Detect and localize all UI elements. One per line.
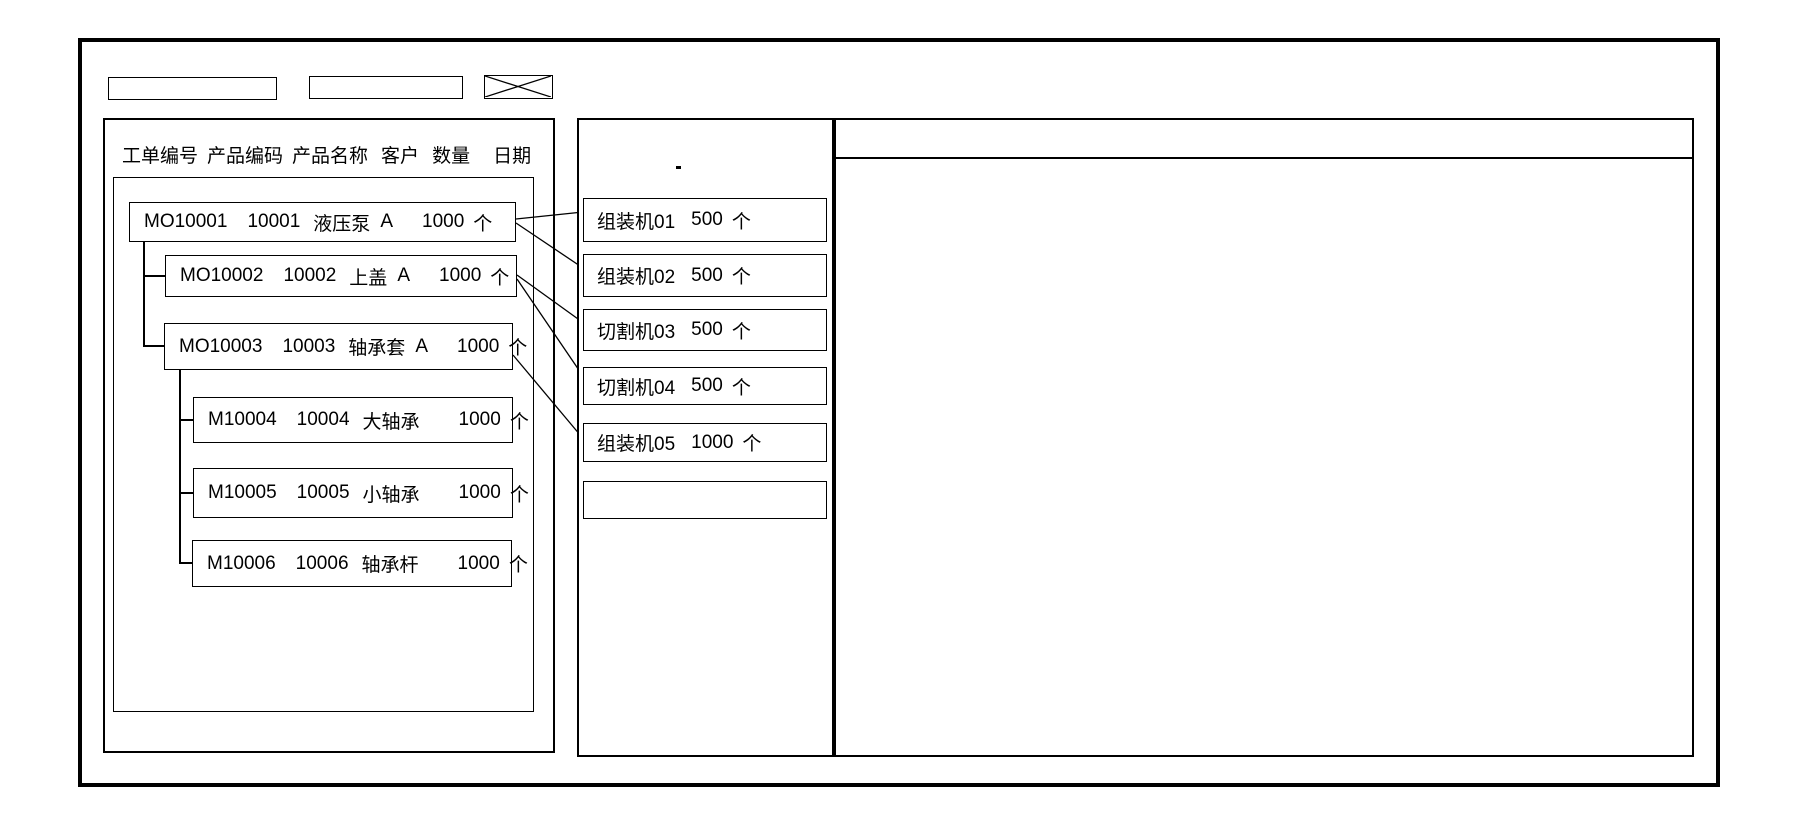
machine-qty: 1000 <box>691 431 734 453</box>
column-header-name: 产品名称 <box>292 146 369 167</box>
tree-connector <box>143 242 145 347</box>
unit: 个 <box>731 211 751 233</box>
unit: 个 <box>508 338 528 359</box>
machine-name: 切割机03 <box>597 321 676 343</box>
unit: 个 <box>742 434 762 455</box>
machine-box-empty[interactable] <box>583 481 827 519</box>
product-name: 液压泵 <box>313 213 371 235</box>
machine-name: 组装机05 <box>597 434 676 455</box>
unit: 个 <box>490 267 510 289</box>
tree-connector <box>179 562 193 564</box>
unit: 个 <box>509 411 529 433</box>
machine-name: 组装机01 <box>597 211 676 233</box>
column-header-customer: 客户 <box>381 146 420 167</box>
unit: 个 <box>508 555 528 576</box>
order-no: MO10002 <box>180 265 264 286</box>
column-header-code: 产品编码 <box>207 146 284 167</box>
customer: A <box>380 211 393 232</box>
unit: 个 <box>509 484 529 506</box>
order-no: M10004 <box>208 409 277 430</box>
tree-connector <box>143 345 165 347</box>
machine-qty: 500 <box>691 375 723 396</box>
machine-box-05[interactable]: 组装机05 1000 个 <box>583 423 827 462</box>
machine-name: 切割机04 <box>597 377 676 399</box>
work-order-box-mo10003[interactable]: MO10003 10003 轴承套 A 1000 个 <box>164 323 527 370</box>
schedule-header-divider <box>834 157 1694 159</box>
machine-qty: 500 <box>691 319 723 340</box>
work-order-box-mo10001[interactable]: MO10001 10001 液压泵 A 1000 个 <box>129 202 516 242</box>
column-header-qty: 数量 <box>432 146 471 167</box>
quantity: 1000 <box>458 482 501 503</box>
quantity: 1000 <box>458 409 501 430</box>
product-name: 上盖 <box>349 267 388 289</box>
product-code: 10002 <box>283 265 337 286</box>
close-button[interactable] <box>484 75 553 99</box>
toolbar-field-right[interactable] <box>309 76 463 99</box>
product-code: 10003 <box>282 335 336 357</box>
column-header-order: 工单编号 <box>122 146 199 167</box>
work-order-box-mo10002[interactable]: MO10002 10002 上盖 A 1000 个 <box>165 255 517 297</box>
product-name: 轴承杆 <box>361 555 419 576</box>
machine-name: 组装机02 <box>597 267 676 288</box>
product-code: 10005 <box>296 482 350 503</box>
order-no: M10005 <box>208 482 277 503</box>
unit: 个 <box>731 267 751 288</box>
quantity: 1000 <box>439 265 482 286</box>
column-header-row: 工单编号 产品编码 产品名称 客户 数量 日期 <box>122 141 531 168</box>
schedule-panel[interactable] <box>834 118 1694 757</box>
quantity: 1000 <box>422 211 465 232</box>
machine-qty: 500 <box>691 264 723 286</box>
machine-box-01[interactable]: 组装机01 500 个 <box>583 198 827 242</box>
machine-box-04[interactable]: 切割机04 500 个 <box>583 367 827 405</box>
machine-box-03[interactable]: 切割机03 500 个 <box>583 309 827 351</box>
order-no: MO10001 <box>144 211 228 232</box>
work-order-box-m10005[interactable]: M10005 10005 小轴承 1000 个 <box>193 468 529 518</box>
column-header-date: 日期 <box>493 146 532 167</box>
product-code: 10001 <box>247 211 301 232</box>
unit: 个 <box>731 377 751 399</box>
tree-connector <box>179 419 194 421</box>
stray-dot <box>676 166 681 169</box>
quantity: 1000 <box>457 552 500 574</box>
order-no: MO10003 <box>179 335 263 357</box>
product-name: 轴承套 <box>348 338 406 359</box>
product-code: 10004 <box>296 409 350 430</box>
order-no: M10006 <box>207 552 276 574</box>
unit: 个 <box>731 321 751 343</box>
quantity: 1000 <box>457 335 500 357</box>
work-order-box-m10006[interactable]: M10006 10006 轴承杆 1000 个 <box>192 540 528 587</box>
product-name: 小轴承 <box>362 484 420 506</box>
machine-qty: 500 <box>691 209 723 230</box>
tree-connector <box>143 275 166 277</box>
close-x-icon <box>485 76 551 97</box>
tree-connector <box>179 492 194 494</box>
tree-connector <box>179 370 181 564</box>
product-code: 10006 <box>295 552 349 574</box>
product-name: 大轴承 <box>362 411 420 433</box>
customer: A <box>397 265 410 286</box>
customer: A <box>415 335 428 357</box>
outer-frame <box>78 38 1720 787</box>
unit: 个 <box>473 213 493 235</box>
toolbar-field-left[interactable] <box>108 77 277 100</box>
work-order-box-m10004[interactable]: M10004 10004 大轴承 1000 个 <box>193 397 529 443</box>
machine-box-02[interactable]: 组装机02 500 个 <box>583 254 827 297</box>
